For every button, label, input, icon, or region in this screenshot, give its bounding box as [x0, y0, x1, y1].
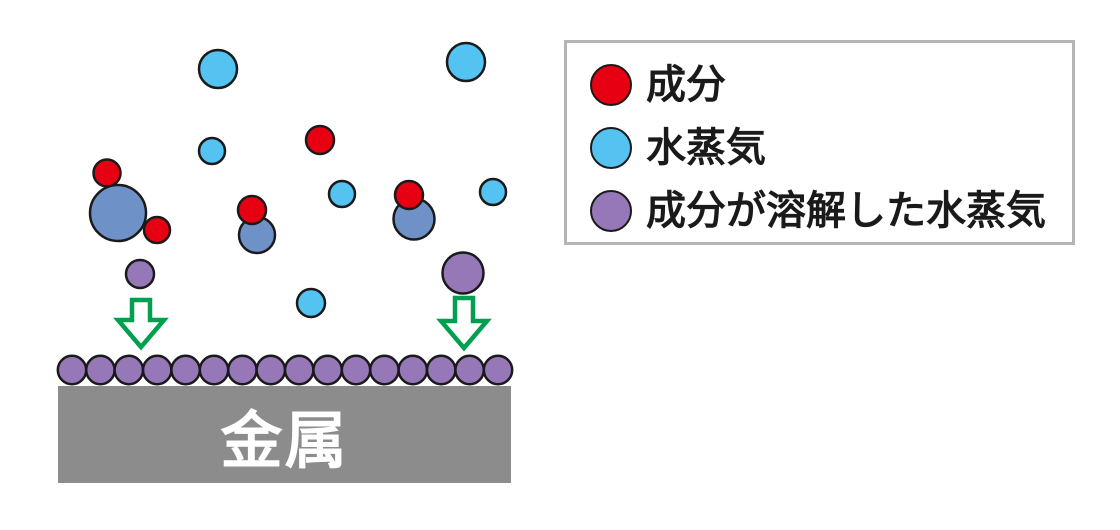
molecule-component [142, 215, 172, 245]
dissolved-vapor-circle-icon [590, 189, 632, 232]
adsorption-arrow-icon [113, 297, 169, 351]
molecule-carrier [88, 183, 148, 243]
legend-label-dissolved-vapor: 成分が溶解した水蒸気 [646, 188, 1046, 233]
molecule-vapor [295, 287, 327, 319]
legend: 成分 水蒸気 成分が溶解した水蒸気 [564, 40, 1075, 245]
legend-item-component: 成分 [590, 53, 1072, 116]
molecule-component [393, 179, 425, 211]
molecule-component [92, 158, 122, 188]
molecule-vapor [478, 177, 508, 207]
molecule-dissolved [441, 251, 485, 295]
adsorbed-molecule [397, 354, 429, 386]
molecule-vapor [197, 48, 239, 90]
adsorbed-molecule [56, 354, 88, 386]
water-vapor-circle-icon [590, 126, 632, 169]
adsorbed-molecule [170, 354, 202, 386]
adsorbed-molecule [283, 354, 315, 386]
metal-label: 金属 [220, 406, 349, 476]
adsorbed-molecule [425, 354, 457, 386]
molecule-vapor [445, 41, 487, 83]
adsorbed-molecule [84, 354, 116, 386]
adsorbed-molecule [255, 354, 287, 386]
adsorbed-molecule [454, 354, 486, 386]
molecule-dissolved [124, 258, 156, 290]
adsorbed-molecule [482, 354, 514, 386]
metal-surface [58, 386, 511, 483]
adsorbed-molecule [113, 354, 145, 386]
adsorbed-molecule [198, 354, 230, 386]
adsorbed-molecule [312, 354, 344, 386]
adsorption-arrow-icon [436, 295, 492, 352]
adsorbed-molecule [340, 354, 372, 386]
adsorbed-molecule [226, 354, 258, 386]
molecule-component [304, 124, 336, 156]
legend-item-dissolved-vapor: 成分が溶解した水蒸気 [590, 179, 1072, 242]
molecule-vapor [197, 136, 227, 166]
legend-item-water-vapor: 水蒸気 [590, 116, 1072, 179]
molecule-component [236, 194, 268, 226]
legend-label-component: 成分 [646, 62, 726, 107]
component-circle-icon [590, 63, 632, 106]
legend-label-water-vapor: 水蒸気 [646, 125, 766, 170]
adsorbed-molecule [141, 354, 173, 386]
molecule-vapor [327, 179, 357, 209]
adsorbed-molecule [368, 354, 400, 386]
